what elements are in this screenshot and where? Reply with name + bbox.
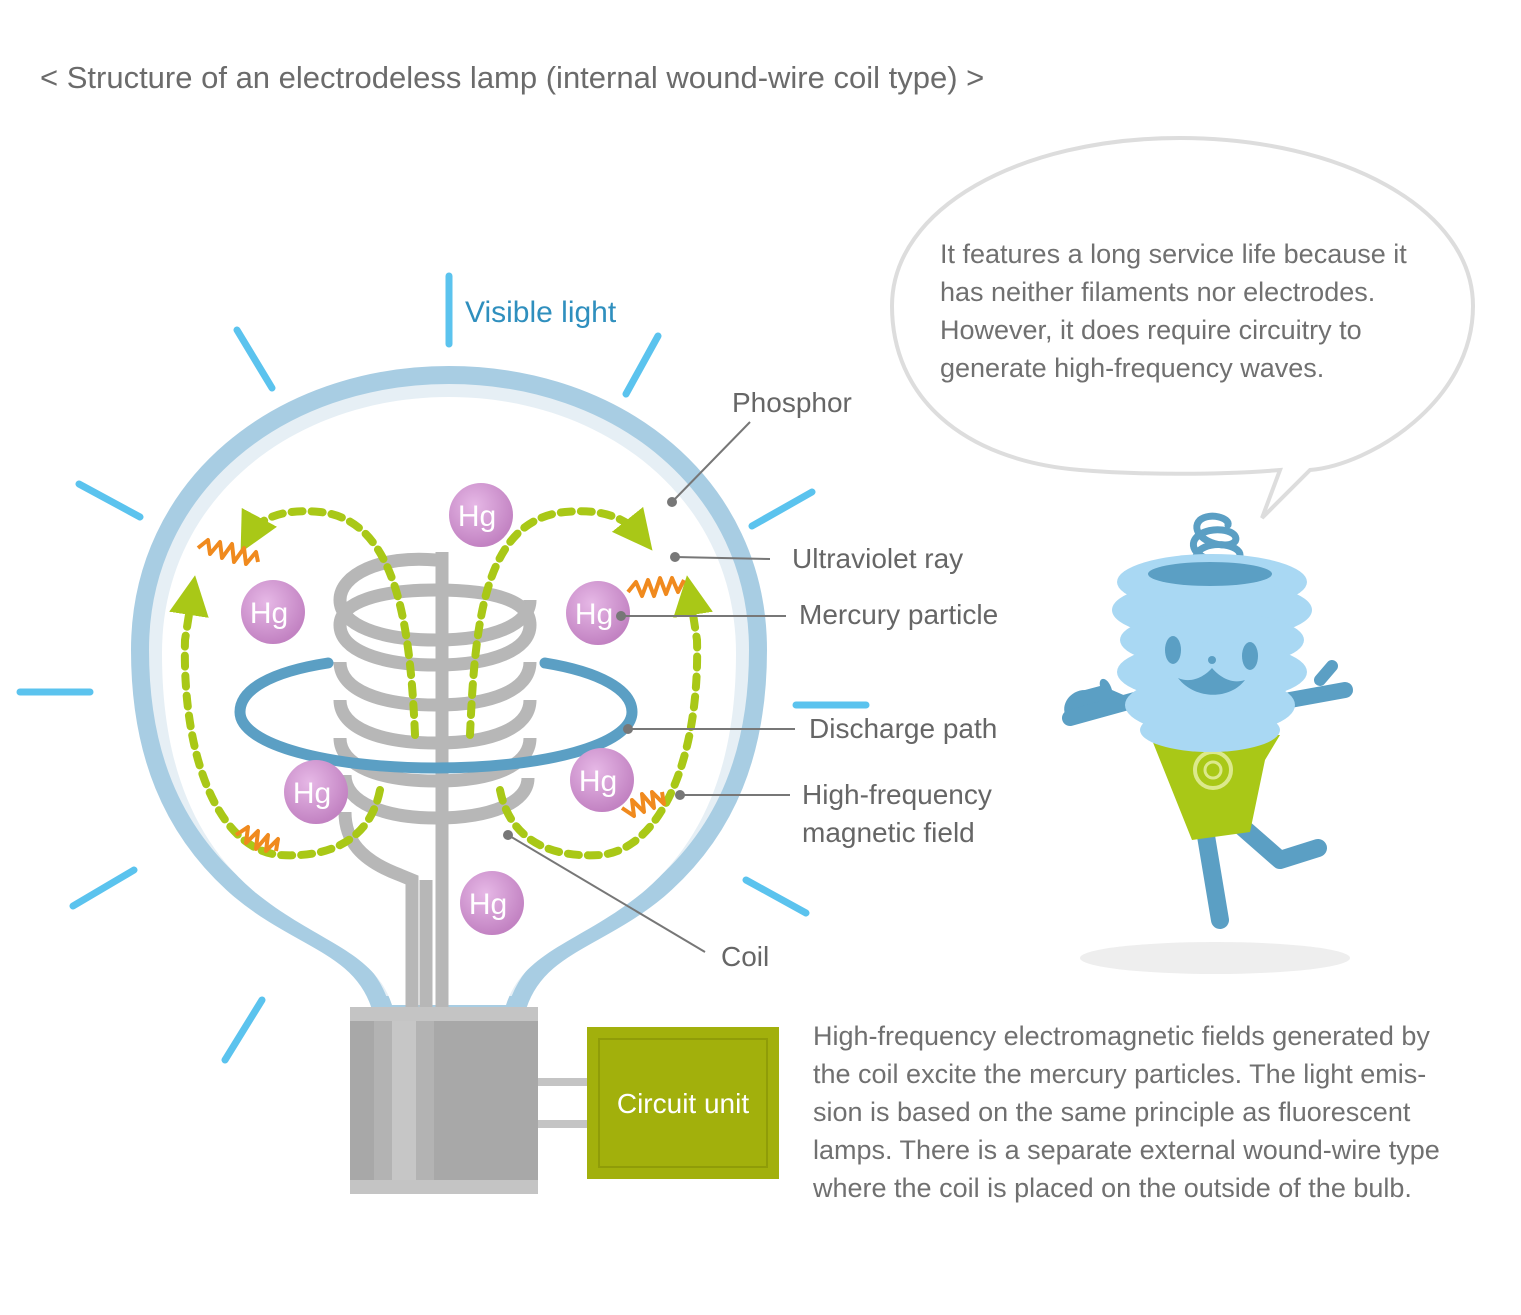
- hf-field-label-line1: High-frequency: [802, 779, 992, 810]
- description-line-3: sion is based on the same principle as f…: [813, 1097, 1411, 1127]
- lamp-mascot: [1062, 512, 1353, 974]
- lamp-base: [350, 1007, 588, 1194]
- circuit-unit-label: Circuit unit: [617, 1088, 749, 1119]
- diagram-title: < Structure of an electrodeless lamp (in…: [40, 60, 984, 95]
- description-line-2: the coil excite the mercury particles. T…: [813, 1059, 1426, 1089]
- visible-light-rays: [16, 272, 870, 1064]
- speech-bubble: It features a long service life because …: [889, 135, 1476, 520]
- circuit-unit: Circuit unit: [587, 1027, 779, 1179]
- mercury-particle: Hg: [284, 760, 348, 824]
- mercury-particle-label: Mercury particle: [799, 599, 998, 630]
- visible-light-label: Visible light: [465, 296, 617, 329]
- bulb-glass: [130, 365, 768, 1014]
- mercury-particle: Hg: [241, 580, 305, 644]
- discharge-path-ring: [234, 657, 638, 774]
- svg-text:Hg: Hg: [250, 597, 288, 630]
- ultraviolet-ray-label: Ultraviolet ray: [792, 543, 963, 574]
- phosphor-label: Phosphor: [732, 387, 852, 418]
- discharge-path-label: Discharge path: [809, 713, 997, 744]
- speech-line-1: It features a long service life because …: [940, 239, 1407, 269]
- description-line-5: where the coil is placed on the outside …: [812, 1173, 1412, 1203]
- speech-line-2: has neither filaments nor electrodes.: [940, 277, 1375, 307]
- mercury-particle: Hg: [566, 581, 630, 645]
- description-line-1: High-frequency electromagnetic fields ge…: [813, 1021, 1430, 1051]
- svg-text:Hg: Hg: [458, 500, 496, 533]
- speech-line-3: However, it does require circuitry to: [940, 315, 1362, 345]
- hf-field-label-line2: magnetic field: [802, 817, 975, 848]
- coil-label: Coil: [721, 941, 769, 972]
- ultraviolet-waves: [196, 538, 686, 853]
- svg-text:Hg: Hg: [575, 598, 613, 631]
- leader-dots: [503, 497, 685, 840]
- leader-lines: [507, 421, 795, 953]
- svg-text:Hg: Hg: [579, 765, 617, 798]
- magnetic-field-lines: [169, 506, 713, 860]
- svg-text:Hg: Hg: [469, 888, 507, 921]
- mercury-particles: Hg Hg Hg Hg Hg Hg: [241, 483, 634, 935]
- mercury-particle: Hg: [460, 871, 524, 935]
- description-line-4: lamps. There is a separate external woun…: [813, 1135, 1440, 1165]
- mercury-particle: Hg: [570, 748, 634, 812]
- mercury-particle: Hg: [449, 483, 513, 547]
- description: High-frequency electromagnetic fields ge…: [812, 1021, 1440, 1203]
- svg-text:Hg: Hg: [293, 777, 331, 810]
- speech-line-4: generate high-frequency waves.: [940, 353, 1324, 383]
